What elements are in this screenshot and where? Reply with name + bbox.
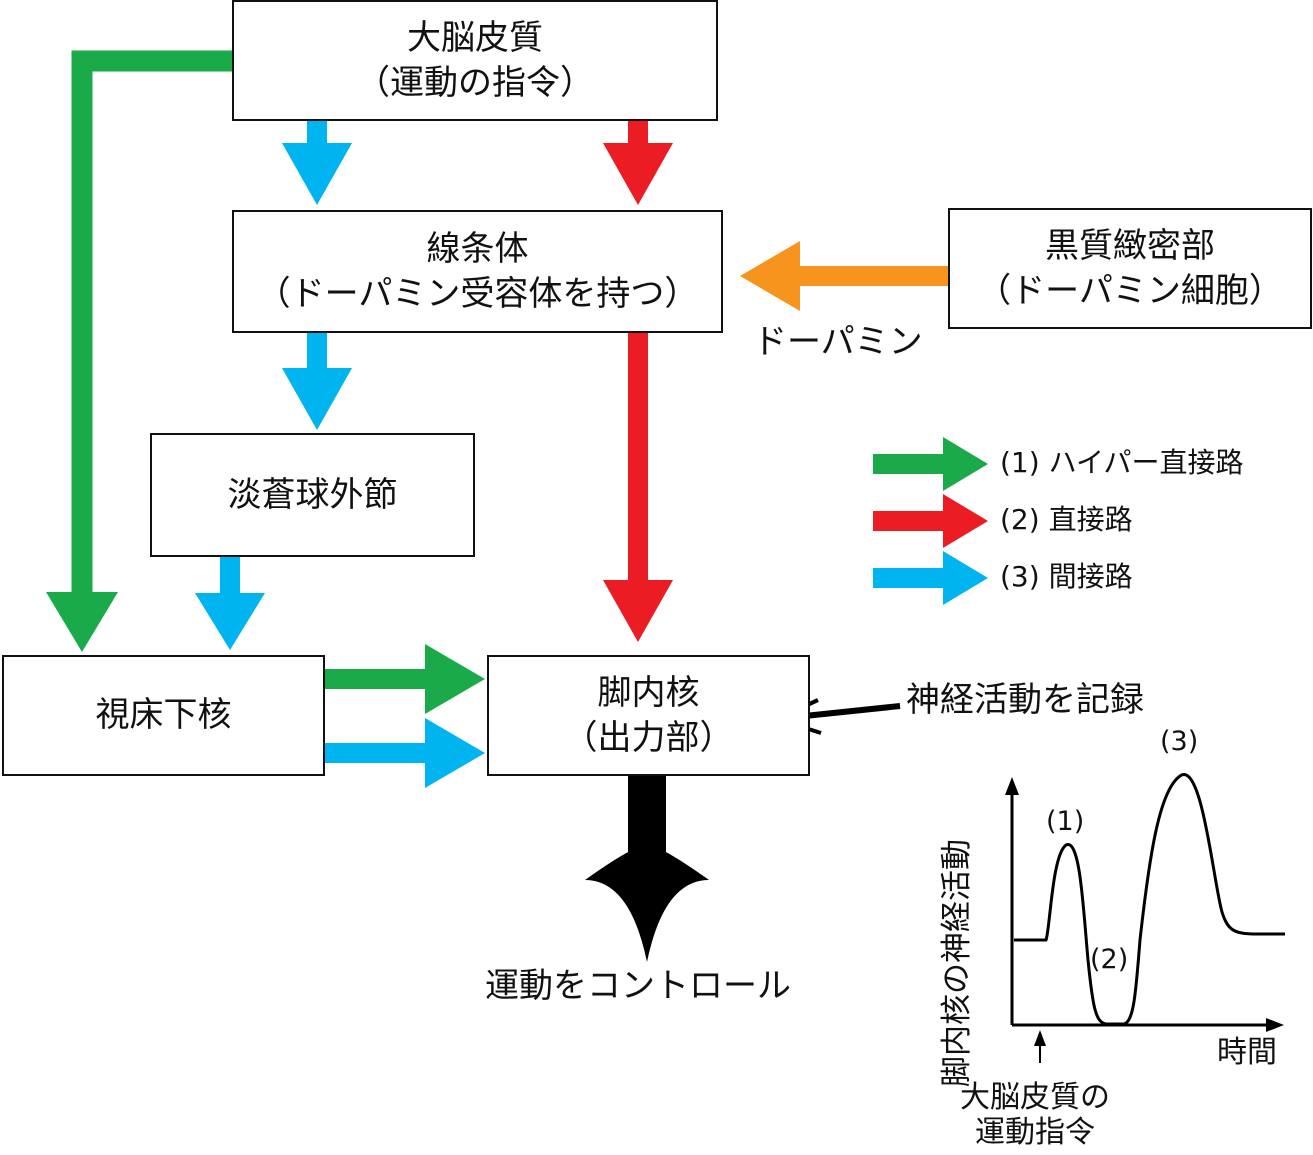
gpi-box: 脚内核 （出力部） <box>487 655 810 776</box>
legend-blue-arrowhead <box>943 551 988 605</box>
cortex-subtitle: （運動の指令） <box>356 62 594 103</box>
cortex-striatum-indirect-shaft <box>307 120 327 146</box>
legend-blue-shaft <box>873 568 948 588</box>
striatum-gpi-shaft <box>628 333 648 583</box>
dopamine-label: ドーパミン <box>753 322 923 362</box>
stimulus-label: 大脳皮質の 運動指令 <box>960 1080 1110 1150</box>
gpi-subtitle: （出力部） <box>563 717 734 758</box>
graph-x-axis-arrowhead <box>1266 1018 1284 1032</box>
legend-item-direct: (2) 直接路 <box>1000 503 1133 536</box>
movement-control-label: 運動をコントロール <box>485 966 791 1006</box>
graph-peak-label-3: (3) <box>1160 726 1199 757</box>
striatum-subtitle: （ドーパミン受容体を持つ） <box>256 273 699 314</box>
stimulus-arrowhead <box>1034 1030 1046 1046</box>
legend-green-shaft <box>873 454 948 474</box>
gpe-title: 淡蒼球外節 <box>227 474 398 515</box>
cortex-title: 大脳皮質 <box>407 17 543 58</box>
stimulus-label-line1: 大脳皮質の <box>960 1080 1110 1115</box>
legend-green-arrowhead <box>943 437 988 491</box>
output-arrowhead <box>585 845 709 962</box>
stn-box: 視床下核 <box>2 655 325 776</box>
snc-title: 黒質緻密部 <box>1045 225 1215 266</box>
cortex-box: 大脳皮質 （運動の指令） <box>232 0 718 121</box>
stn-title: 視床下核 <box>95 695 232 736</box>
graph-x-axis-label: 時間 <box>1217 1035 1277 1070</box>
stn-gpi-indirect-shaft <box>325 743 430 763</box>
gpe-box: 淡蒼球外節 <box>150 433 475 557</box>
striatum-gpe-shaft <box>307 333 327 371</box>
graph-activity-curve <box>1014 773 1285 1026</box>
snc-box: 黒質緻密部 （ドーパミン細胞） <box>948 208 1312 329</box>
stimulus-label-line2: 運動指令 <box>975 1114 1095 1150</box>
legend-red-shaft <box>873 511 948 531</box>
cortex-striatum-direct-shaft <box>628 120 648 146</box>
striatum-title: 線条体 <box>426 228 529 269</box>
legend-item-hyper-direct: (1) ハイパー直接路 <box>1000 446 1244 479</box>
graph-y-axis-label: 脚内核の神経活動 <box>939 839 975 1087</box>
record-arrow-shaft <box>794 703 901 720</box>
legend-red-arrowhead <box>943 494 988 548</box>
legend-item-indirect: (3) 間接路 <box>1000 560 1133 593</box>
graph-y-axis-arrowhead <box>1005 777 1019 795</box>
record-label: 神経活動を記録 <box>906 680 1144 720</box>
graph-peak-label-2: (2) <box>1090 944 1129 975</box>
stn-gpi-indirect-arrowhead <box>425 718 485 788</box>
gpe-stn-arrowhead <box>195 593 265 650</box>
hyperdirect-arrowhead <box>46 592 118 652</box>
stn-gpi-hyper-shaft <box>325 669 430 689</box>
gpi-title: 脚内核 <box>597 672 700 713</box>
snc-subtitle: （ドーパミン細胞） <box>977 270 1283 311</box>
cortex-striatum-indirect-arrowhead <box>282 143 352 205</box>
cortex-striatum-direct-arrowhead <box>603 143 673 205</box>
dopamine-shaft <box>795 266 948 286</box>
graph-peak-label-1: (1) <box>1046 806 1085 837</box>
hyperdirect-path-line <box>71 50 232 600</box>
striatum-box: 線条体 （ドーパミン受容体を持つ） <box>232 210 723 333</box>
dopamine-arrowhead <box>740 241 800 311</box>
striatum-gpe-arrowhead <box>282 368 352 430</box>
gpe-stn-shaft <box>220 557 240 597</box>
striatum-gpi-arrowhead <box>603 580 673 642</box>
stn-gpi-hyper-arrowhead <box>425 644 485 714</box>
